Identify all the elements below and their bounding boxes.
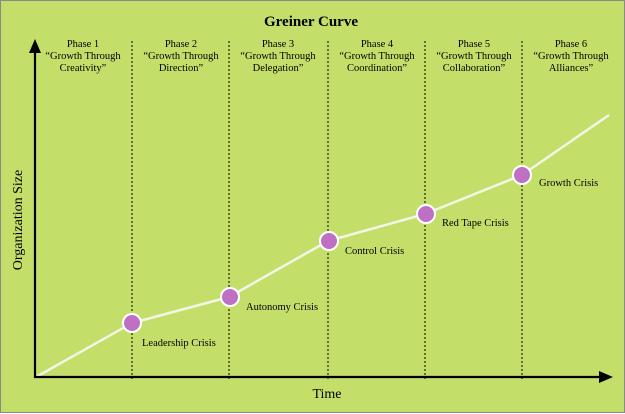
phase-name-line: “Growth Through xyxy=(533,51,609,62)
phase-number: Phase 3 xyxy=(262,39,294,50)
crisis-node-control xyxy=(319,231,339,251)
phase-number: Phase 1 xyxy=(67,39,99,50)
phase-name-line: “Growth Through xyxy=(240,51,316,62)
phase-number: Phase 4 xyxy=(361,39,394,50)
crisis-label: Autonomy Crisis xyxy=(246,302,318,313)
phase-header-4: Phase 4 “Growth Through Coordination” xyxy=(339,39,415,74)
phase-name-line: Delegation” xyxy=(253,63,304,74)
phase-name-line: Direction” xyxy=(159,63,204,74)
y-axis-arrowhead xyxy=(29,39,41,53)
phase-number: Phase 2 xyxy=(165,39,197,50)
x-axis-arrowhead xyxy=(599,371,613,383)
phase-name-line: Creativity” xyxy=(60,63,107,74)
crisis-label: Red Tape Crisis xyxy=(442,218,509,229)
crisis-label: Control Crisis xyxy=(345,246,404,257)
crisis-node-red-tape xyxy=(416,204,436,224)
x-axis-label: Time xyxy=(312,387,341,402)
crisis-node-leadership xyxy=(122,313,142,333)
diagram-title: Greiner Curve xyxy=(264,14,358,30)
phase-name-line: Collaboration” xyxy=(443,63,506,74)
phase-name-line: Alliances” xyxy=(549,63,594,74)
y-axis-label: Organization Size xyxy=(11,170,26,270)
crisis-node-autonomy xyxy=(220,287,240,307)
phase-number: Phase 5 xyxy=(458,39,490,50)
phase-name-line: Coordination” xyxy=(347,63,407,74)
crisis-label: Leadership Crisis xyxy=(142,338,216,349)
phase-number: Phase 6 xyxy=(555,39,587,50)
phase-name-line: “Growth Through xyxy=(143,51,219,62)
phase-header-5: Phase 5 “Growth Through Collaboration” xyxy=(436,39,512,74)
phase-name-line: “Growth Through xyxy=(45,51,121,62)
phase-header-6: Phase 6 “Growth Through Alliances” xyxy=(533,39,609,74)
phase-name-line: “Growth Through xyxy=(339,51,415,62)
phase-header-2: Phase 2 “Growth Through Direction” xyxy=(143,39,219,74)
crisis-label: Growth Crisis xyxy=(539,178,598,189)
phase-header-1: Phase 1 “Growth Through Creativity” xyxy=(45,39,121,74)
phase-name-line: “Growth Through xyxy=(436,51,512,62)
phase-header-3: Phase 3 “Growth Through Delegation” xyxy=(240,39,316,74)
crisis-node-growth xyxy=(512,165,532,185)
